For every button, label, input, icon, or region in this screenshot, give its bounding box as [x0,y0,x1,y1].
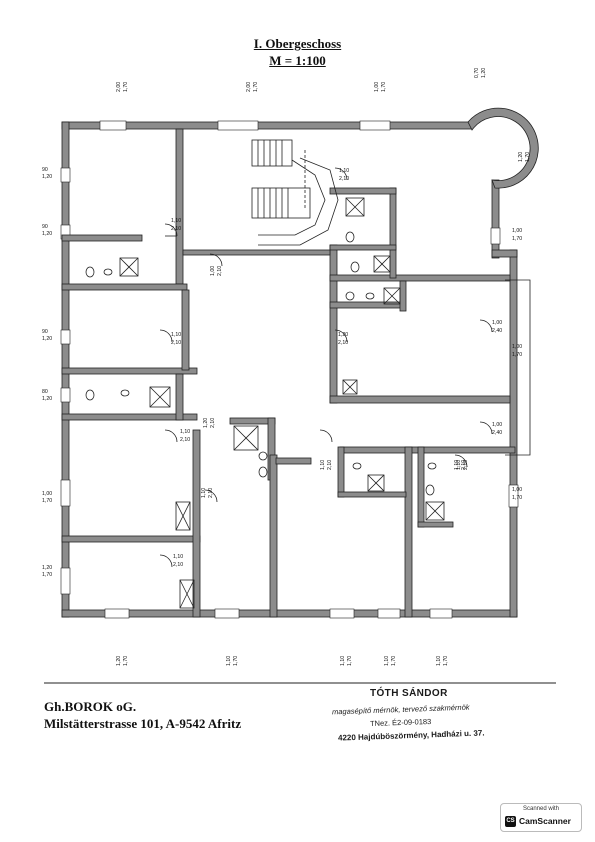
dim-bottom-4a: 1,10 [384,656,390,666]
dim-door-7b: 2,10 [208,488,214,498]
dim-bottom-4b: 1,70 [391,656,397,666]
dim-left-1a: 90 [42,167,48,173]
dim-right-3b: 1,70 [512,495,522,501]
dim-door-3a: 1,10 [180,429,190,435]
dim-door-1a: 1,10 [171,218,181,224]
drawing-scale: M = 1:100 [269,53,326,68]
dim-door-5a: 1,00 [210,266,216,276]
dim-door-10b: 2,10 [463,460,469,470]
dim-left-3b: 1,20 [42,336,52,342]
dim-left-2a: 90 [42,224,48,230]
dim-right-3a: 1,00 [512,487,522,493]
dim-bottom-2a: 1,10 [226,656,232,666]
staircase [251,139,339,246]
dim-door-7a: 1,10 [201,488,207,498]
dim-door-12b: 2,40 [492,430,502,436]
stamp-name: TÓTH SÁNDOR [370,688,448,699]
scanner-brand: CamScanner [519,816,571,826]
dim-left-4a: 80 [42,389,48,395]
dim-top-4a: 0,70 [474,68,480,78]
dim-door-9a: 1,10 [320,460,326,470]
dim-door-14b: 2,10 [461,460,467,470]
dim-left-5a: 1,00 [42,491,52,497]
dim-bottom-2b: 1,70 [233,656,239,666]
dim-door-12a: 1,00 [492,422,502,428]
dim-door-2b: 2,10 [171,340,181,346]
dim-door-6a: 1,20 [203,418,209,428]
dim-bottom-3a: 1,10 [340,656,346,666]
dim-right-2a: 1,00 [512,344,522,350]
camscanner-logo-icon: CS [505,816,516,827]
client-address: Milstätterstrasse 101, A-9542 Afritz [44,716,242,731]
interior-walls [61,128,516,618]
dim-top-4b: 1,20 [481,68,487,78]
dim-door-2a: 1,10 [171,332,181,338]
dim-right-2b: 1,70 [512,352,522,358]
dim-top-1a: 2,00 [116,82,122,92]
dim-left-2b: 1,20 [42,231,52,237]
dim-bottom-5b: 1,70 [443,656,449,666]
dim-door-5b: 2,10 [217,266,223,276]
dim-left-5b: 1,70 [42,498,52,504]
dim-top-3a: 1,00 [374,82,380,92]
dim-door-6b: 2,10 [210,418,216,428]
dim-door-11a: 1,00 [492,320,502,326]
dim-top-2b: 1,70 [253,82,259,92]
dim-door-3b: 2,10 [180,437,190,443]
dim-door-8a: 1,10 [339,168,349,174]
scanner-label: Scanned with [522,806,560,812]
dim-door-4a: 1,10 [173,554,183,560]
dim-door-4b: 2,10 [173,562,183,568]
dim-door-11b: 2,40 [492,328,502,334]
bathroom-fixtures [85,197,445,609]
door-swings [159,167,531,568]
dim-left-1b: 1,20 [42,174,52,180]
dim-round-b: 1,70 [525,152,531,162]
dim-left-4b: 1,20 [42,396,52,402]
dim-bottom-3b: 1,70 [347,656,353,666]
dim-right-1b: 1,70 [512,236,522,242]
dim-door-13a: 1,20 [338,332,348,338]
drawing-title: I. Obergeschoss [253,36,342,51]
dim-left-6a: 1,20 [42,565,52,571]
dim-door-13b: 2,10 [338,340,348,346]
dim-top-1b: 1,70 [123,82,129,92]
dim-top-2a: 2,00 [246,82,252,92]
dim-left-3a: 90 [42,329,48,335]
dim-bottom-1b: 1,70 [123,656,129,666]
dimension-labels: 2,00 1,70 2,00 1,70 1,00 1,70 0,70 1,20 … [42,68,531,666]
dim-door-9b: 2,10 [327,460,333,470]
dim-bottom-5a: 1,10 [436,656,442,666]
dim-door-1b: 2,10 [171,226,181,232]
dim-round-a: 1,20 [518,152,524,162]
dim-door-14a: 1,10 [454,460,460,470]
camscanner-watermark: Scanned with CS CamScanner [500,803,582,832]
dim-bottom-1a: 1,20 [116,656,122,666]
dim-door-8b: 2,10 [339,176,349,182]
dim-top-3b: 1,70 [381,82,387,92]
dim-left-6b: 1,70 [42,572,52,578]
client-name: Gh.BOROK oG. [44,699,137,714]
dim-door-10a: 1,10 [456,460,462,470]
dim-right-1a: 1,00 [512,228,522,234]
